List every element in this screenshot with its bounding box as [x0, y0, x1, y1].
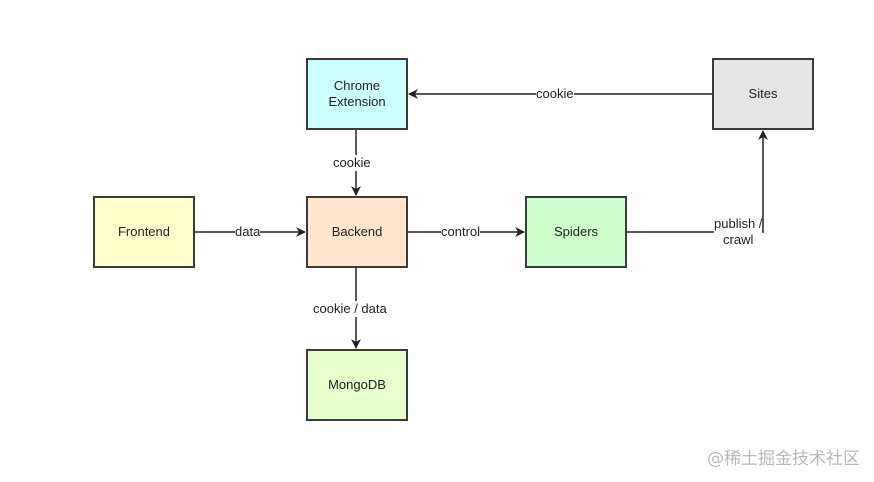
edge-spiders-to-sites	[627, 130, 768, 233]
node-spiders-label: Spiders	[553, 224, 599, 239]
node-frontend: Frontend	[93, 196, 195, 268]
node-chrome-extension: Chrome Extension	[306, 58, 408, 130]
edge-label-spiders-to-sites-line2: crawl	[723, 232, 754, 247]
node-mongodb-label: MongoDB	[328, 377, 386, 392]
edge-label-spiders-to-sites: publish / crawl	[714, 216, 763, 248]
edge-label-spiders-to-sites-line1: publish /	[714, 216, 763, 231]
edge-label-sites-to-extension: cookie	[536, 86, 574, 102]
node-spiders: Spiders	[525, 196, 627, 268]
edge-label-backend-mongodb: cookie / data	[313, 301, 387, 317]
edge-label-backend-to-spiders: control	[441, 224, 481, 240]
node-frontend-label: Frontend	[117, 224, 171, 239]
watermark: @稀土掘金技术社区	[707, 449, 860, 469]
node-sites: Sites	[712, 58, 814, 130]
node-sites-label: Sites	[748, 86, 778, 101]
edge-label-frontend-backend: data	[235, 224, 261, 240]
node-backend-label: Backend	[331, 224, 383, 239]
node-mongodb: MongoDB	[306, 349, 408, 421]
node-chrome-extension-label-line2: Extension	[328, 94, 386, 109]
edge-label-extension-to-backend: cookie	[333, 155, 371, 171]
node-chrome-extension-label-line1: Chrome	[333, 78, 381, 93]
node-backend: Backend	[306, 196, 408, 268]
